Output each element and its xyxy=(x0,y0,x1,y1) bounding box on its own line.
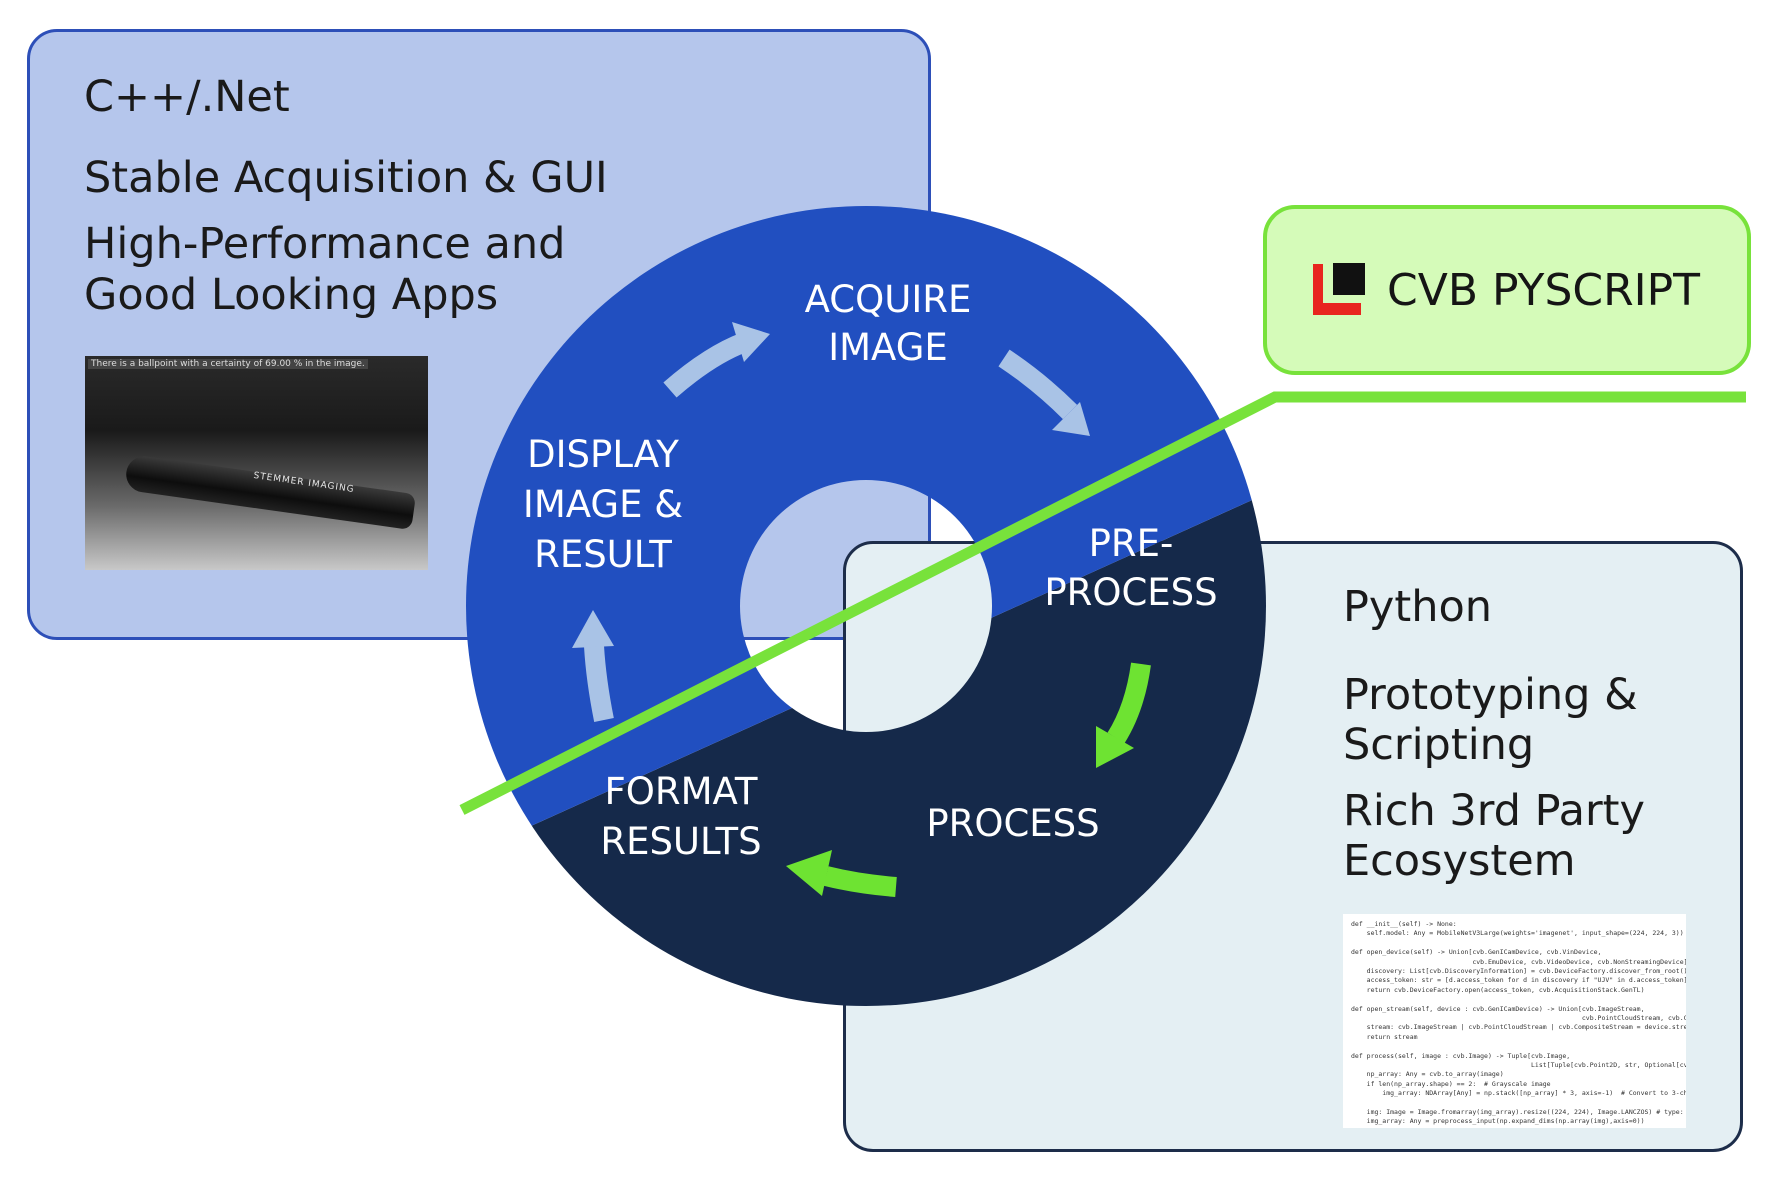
code-line: discovery: List[cvb.DiscoveryInformation… xyxy=(1351,967,1686,975)
step-acquire-line2: IMAGE xyxy=(828,326,948,369)
ballpoint-photo: There is a ballpoint with a certainty of… xyxy=(85,356,428,570)
python-feature-prototyping-1: Prototyping & xyxy=(1343,670,1638,720)
code-line: return stream xyxy=(1351,1032,1418,1041)
arrow-display-to-acquire xyxy=(663,332,749,398)
python-feature-ecosystem-2: Ecosystem xyxy=(1343,836,1576,886)
cpp-title: C++/.Net xyxy=(84,72,290,122)
step-display-line3: RESULT xyxy=(534,533,672,576)
step-process: PROCESS xyxy=(926,802,1099,845)
cvb-logo-icon xyxy=(1313,263,1365,315)
code-line: img_array: Any = preprocess_input(np.exp… xyxy=(1351,1117,1645,1126)
code-line: cvb.EmuDevice, cvb.VideoDevice, cvb.NonS… xyxy=(1351,957,1686,966)
arrow-head-to-format xyxy=(786,850,832,896)
step-format-line1: FORMAT xyxy=(604,770,757,813)
code-line: def open_device(self) -> Union[cvb.GenIC… xyxy=(1351,948,1602,957)
divider-line xyxy=(459,391,1746,815)
cpp-feature-performance-2: Good Looking Apps xyxy=(84,270,499,320)
code-line: cvb.PointCloudStream, cvb.Co xyxy=(1351,1014,1686,1022)
code-line: stream: cvb.ImageStream | cvb.PointCloud… xyxy=(1351,1023,1686,1032)
arrow-preprocess-to-process xyxy=(1107,662,1151,744)
code-line: img: Image = Image.fromarray(img_array).… xyxy=(1351,1108,1686,1116)
code-line: def __init__(self) -> None: xyxy=(1351,920,1457,928)
code-line: if len(np_array.shape) == 2: # Grayscale… xyxy=(1351,1079,1551,1088)
code-line: np_array: Any = cvb.to_array(image) xyxy=(1351,1070,1504,1079)
code-line: List[Tuple[cvb.Point2D, str, Optional[cv… xyxy=(1351,1061,1686,1069)
step-format-line2: RESULTS xyxy=(600,820,761,863)
step-display-line2: IMAGE & xyxy=(523,483,683,526)
arrow-head-to-process xyxy=(1096,726,1134,768)
arrow-head-to-acquire xyxy=(732,322,770,362)
arrow-head-to-display xyxy=(572,610,614,648)
code-line: def process(self, image : cvb.Image) -> … xyxy=(1351,1051,1571,1060)
code-line: img_array: NDArray[Any] = np.stack([np_a… xyxy=(1351,1089,1686,1098)
code-screenshot: def __init__(self) -> None: self.model: … xyxy=(1343,914,1686,1128)
cpp-feature-acquisition: Stable Acquisition & GUI xyxy=(84,153,608,203)
code-line: return cvb.DeviceFactory.open(access_tok… xyxy=(1351,985,1645,994)
arrow-process-to-format xyxy=(823,866,897,897)
arrow-head-to-preprocess xyxy=(1052,402,1090,436)
python-title: Python xyxy=(1343,582,1493,632)
arrow-format-to-display xyxy=(584,645,614,722)
arrow-acquire-to-preprocess xyxy=(998,349,1078,420)
python-feature-ecosystem-1: Rich 3rd Party xyxy=(1343,786,1645,836)
cvb-pyscript-label: CVB PYSCRIPT xyxy=(1387,265,1701,316)
code-line: def open_stream(self, device : cvb.GenIC… xyxy=(1351,1004,1645,1013)
photo-caption: There is a ballpoint with a certainty of… xyxy=(88,359,368,369)
step-acquire-line1: ACQUIRE xyxy=(805,278,972,321)
python-feature-prototyping-2: Scripting xyxy=(1343,720,1535,770)
code-line: access_token: str = [d.access_token for … xyxy=(1351,976,1686,985)
code-line: self.model: Any = MobileNetV3Large(weigh… xyxy=(1351,929,1684,938)
cpp-feature-performance-1: High-Performance and xyxy=(84,219,566,269)
step-preprocess-line1: PRE- xyxy=(1089,522,1174,565)
step-display-line1: DISPLAY xyxy=(527,433,679,476)
step-preprocess-line2: PROCESS xyxy=(1044,571,1217,614)
